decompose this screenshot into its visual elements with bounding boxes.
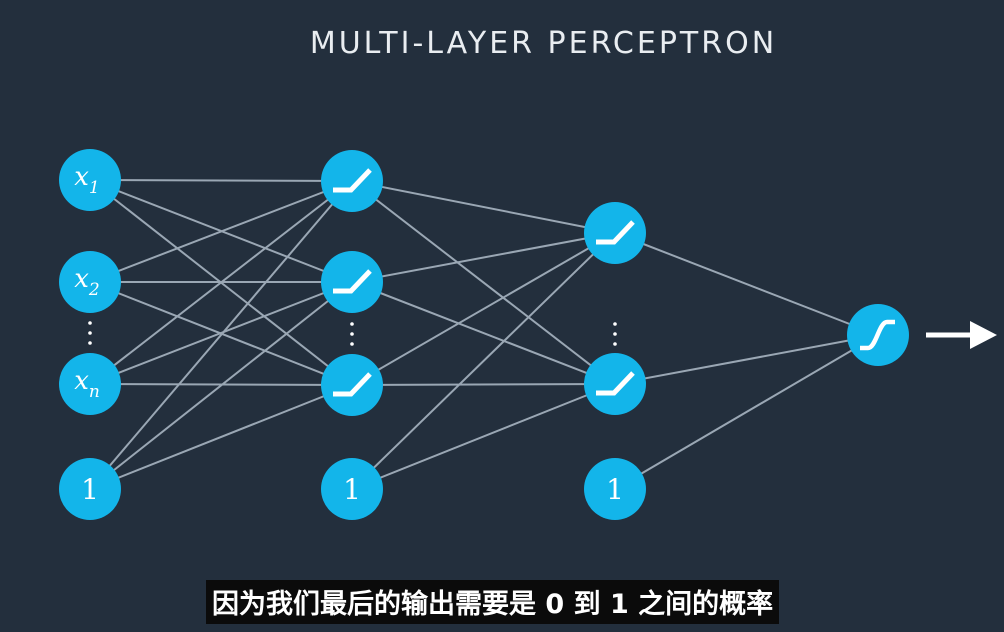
subtitle-caption: 因为我们最后的输出需要是 0 到 1 之间的概率 — [206, 580, 780, 624]
input-node: x2 — [59, 251, 121, 313]
hidden-node — [321, 150, 383, 212]
connection-line — [89, 384, 353, 490]
hidden-node — [584, 353, 646, 415]
connection-lines — [89, 179, 879, 490]
input-variable: x — [74, 264, 89, 294]
node-circle — [59, 353, 121, 415]
connection-line — [89, 281, 353, 385]
connection-line — [351, 232, 616, 386]
diagram-title: MULTI-LAYER PERCEPTRON — [309, 26, 778, 61]
connection-line — [351, 383, 616, 386]
bias-node: 1 — [59, 458, 121, 520]
ellipsis-dot — [88, 321, 92, 325]
connection-line — [614, 232, 879, 336]
input-node-label: x2 — [74, 264, 100, 300]
ellipsis-dot — [88, 331, 92, 335]
connection-line — [351, 180, 616, 385]
node-circle — [321, 150, 383, 212]
output-node — [847, 304, 909, 366]
relu-icon — [333, 372, 372, 397]
bias-node: 1 — [321, 458, 383, 520]
input-node-label: x1 — [74, 162, 100, 198]
input-node-label: xn — [74, 366, 100, 402]
connection-line — [89, 180, 353, 385]
bias-label: 1 — [343, 473, 361, 506]
input-variable: x — [74, 162, 89, 192]
node-circle — [584, 202, 646, 264]
hidden-node — [584, 202, 646, 264]
connection-line — [351, 180, 616, 234]
connection-line — [89, 281, 353, 490]
ellipsis-dot — [350, 332, 354, 336]
connection-line — [89, 179, 353, 182]
bias-label: 1 — [81, 473, 99, 506]
subtitle-text: 因为我们最后的输出需要是 0 到 1 之间的概率 — [212, 589, 774, 620]
ellipsis-dot — [88, 341, 92, 345]
bias-node: 1 — [584, 458, 646, 520]
connection-line — [614, 334, 879, 490]
node-circle — [59, 458, 121, 520]
ellipsis-dot — [350, 342, 354, 346]
ellipsis-dot — [350, 322, 354, 326]
ellipsis-dot — [613, 322, 617, 326]
relu-icon — [596, 371, 635, 396]
hidden-node — [321, 354, 383, 416]
relu-icon — [333, 269, 372, 294]
connection-line — [351, 232, 616, 490]
node-circle — [59, 149, 121, 211]
bias-label: 1 — [606, 473, 624, 506]
input-variable: x — [74, 366, 89, 396]
hidden-node — [321, 251, 383, 313]
input-subscript: 2 — [88, 280, 100, 300]
node-circle — [584, 458, 646, 520]
ellipsis-dots — [88, 321, 617, 346]
input-node: x1 — [59, 149, 121, 211]
node-circle — [584, 353, 646, 415]
ellipsis-dot — [613, 342, 617, 346]
relu-icon — [596, 220, 635, 245]
node-circle — [321, 458, 383, 520]
connection-line — [351, 232, 616, 283]
connection-line — [351, 281, 616, 385]
connection-line — [89, 180, 353, 283]
relu-icon — [333, 168, 372, 193]
node-circle — [321, 251, 383, 313]
connection-line — [89, 180, 353, 490]
sigmoid-icon — [860, 319, 895, 351]
input-subscript: 1 — [89, 178, 100, 198]
connection-line — [614, 334, 879, 385]
ellipsis-dot — [613, 332, 617, 336]
input-subscript: n — [89, 382, 100, 402]
node-circle — [321, 354, 383, 416]
node-circle — [59, 251, 121, 313]
input-node: xn — [59, 353, 121, 415]
right-arrow-icon — [926, 321, 997, 349]
connection-line — [351, 383, 616, 490]
